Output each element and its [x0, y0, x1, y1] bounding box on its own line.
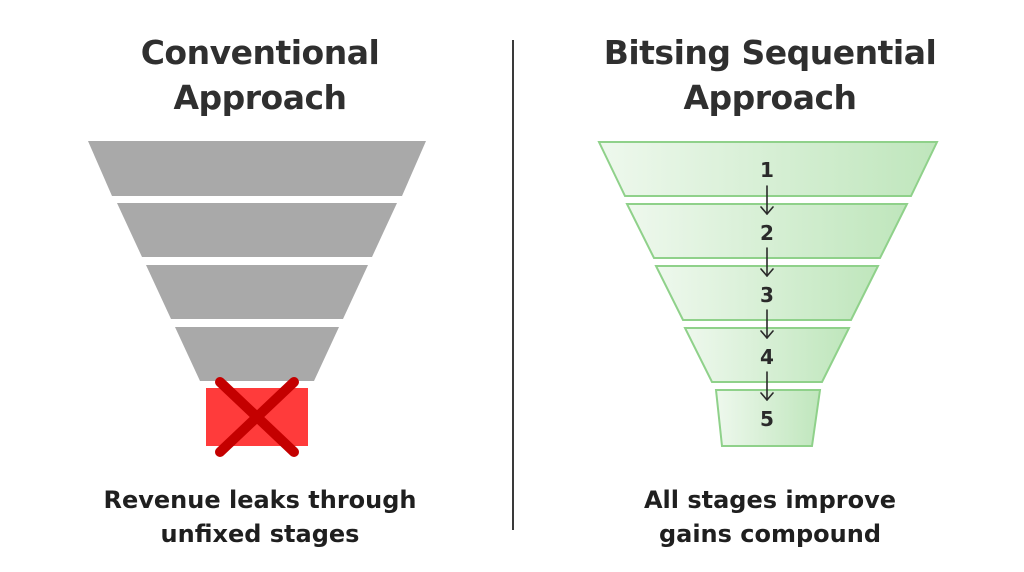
- sequential-funnel-stage-3: [654, 265, 880, 321]
- conventional-approach-title: Conventional Approach: [60, 30, 460, 120]
- center-divider: [512, 40, 514, 530]
- sequential-funnel-stage-1: [597, 141, 939, 197]
- sequential-caption: All stages improve gains compound: [560, 483, 980, 551]
- sequential-funnel-stage-4: [683, 327, 851, 383]
- conventional-funnel-stage-3: [146, 265, 368, 319]
- leak-stage-marker: [206, 377, 308, 457]
- arrow-down-icon: [760, 371, 774, 401]
- stage-number-2: 2: [760, 221, 774, 245]
- conventional-funnel-stage-1: [88, 141, 426, 196]
- conventional-funnel-stage-2: [117, 203, 397, 257]
- arrow-down-icon: [760, 185, 774, 215]
- stage-number-3: 3: [760, 283, 774, 307]
- stage-numbers: 1 2 3 4 5: [760, 158, 774, 431]
- conventional-title-line2: Approach: [173, 78, 347, 117]
- stage-number-5: 5: [760, 407, 774, 431]
- sequential-approach-title: Bitsing Sequential Approach: [560, 30, 980, 120]
- conventional-caption-line2: unfixed stages: [160, 520, 360, 548]
- conventional-caption-line1: Revenue leaks through: [103, 486, 417, 514]
- conventional-funnel-stage-4: [175, 327, 339, 381]
- conventional-funnel: [88, 141, 426, 381]
- stage-arrows: [760, 185, 774, 401]
- stage-number-4: 4: [760, 345, 774, 369]
- arrow-down-icon: [760, 309, 774, 339]
- cross-icon-stroke-2: [215, 377, 299, 457]
- conventional-title-line1: Conventional: [140, 33, 380, 72]
- sequential-caption-line2: gains compound: [658, 520, 882, 548]
- sequential-funnel: [597, 141, 939, 447]
- sequential-caption-line1: All stages improve: [643, 486, 897, 514]
- sequential-title-line1: Bitsing Sequential: [603, 33, 937, 72]
- sequential-funnel-stage-2: [625, 203, 909, 259]
- stage-number-1: 1: [760, 158, 774, 182]
- arrow-down-icon: [760, 247, 774, 277]
- conventional-caption: Revenue leaks through unfixed stages: [60, 483, 460, 551]
- sequential-funnel-stage-5: [714, 389, 822, 447]
- sequential-title-line2: Approach: [683, 78, 857, 117]
